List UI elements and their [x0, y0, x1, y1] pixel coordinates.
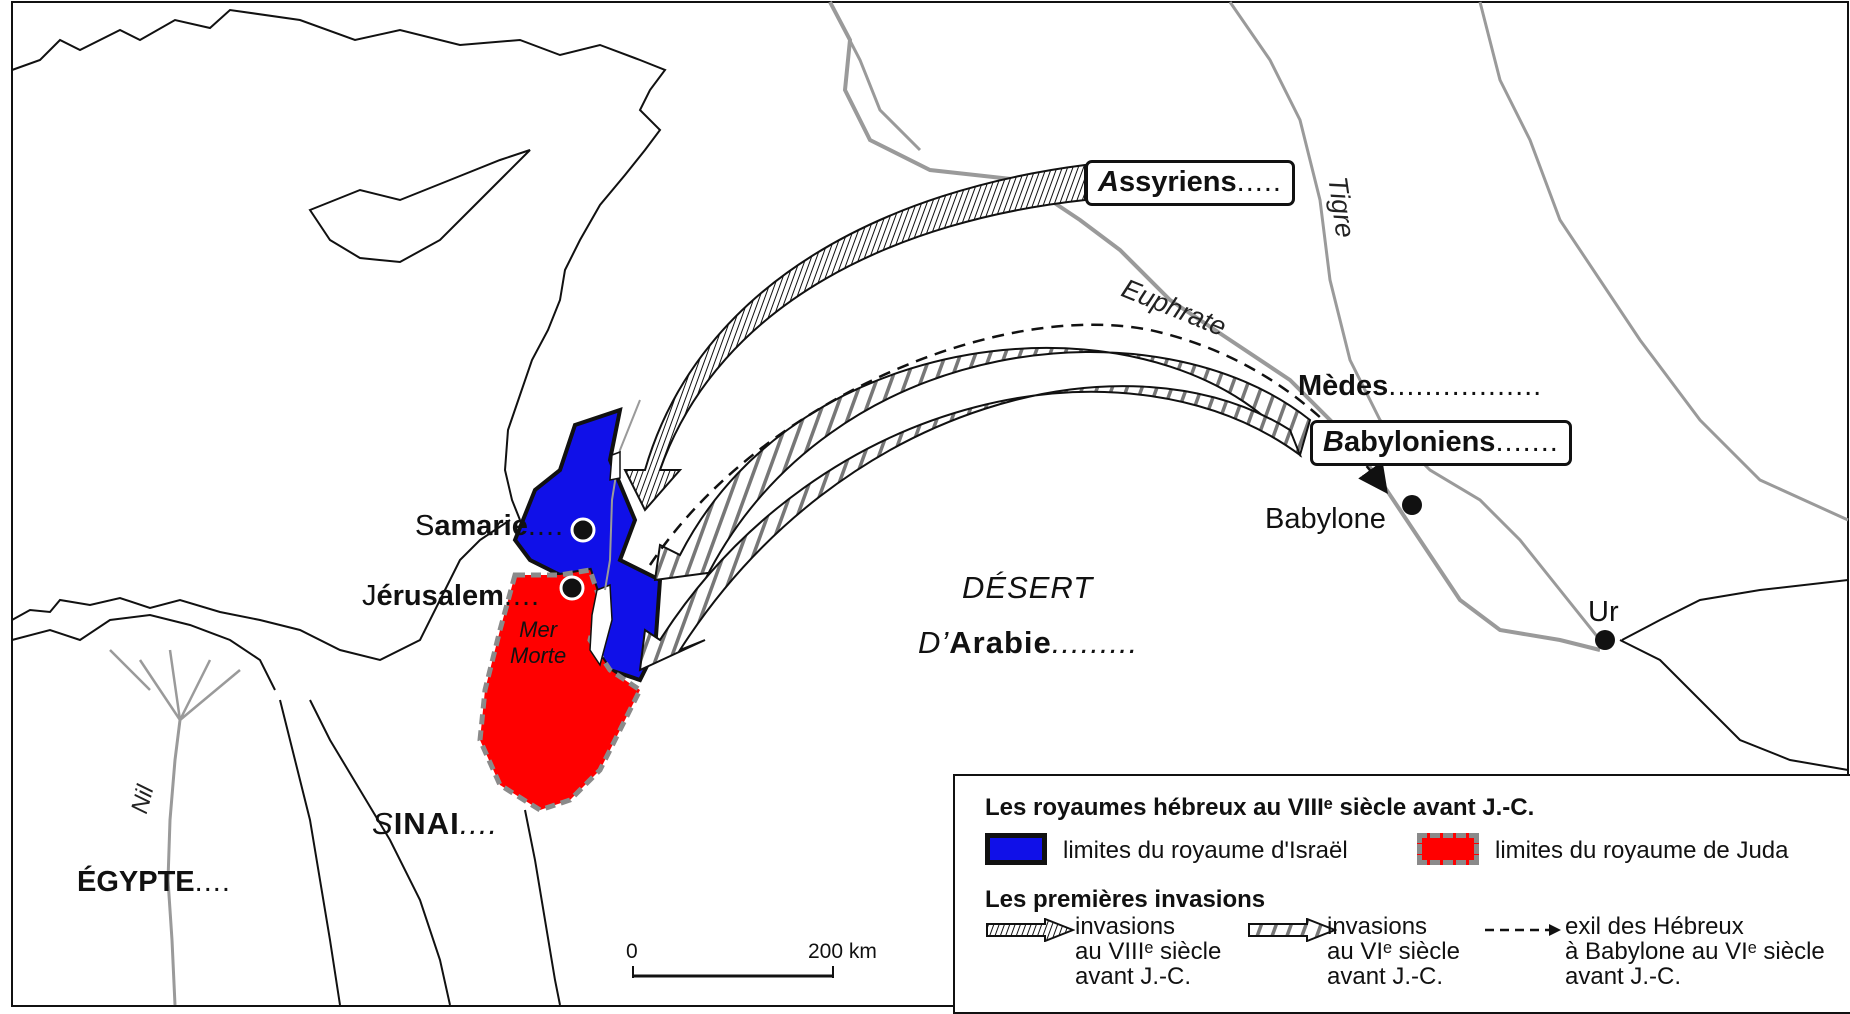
label-sinai: SINAI....: [372, 806, 499, 841]
label-arabie: D’Arabie.........: [918, 625, 1139, 660]
tigre-tributary: [1478, 1, 1849, 522]
legend-inv8-arrow: [986, 918, 1075, 942]
zagros-coast: [1621, 579, 1849, 641]
label-jerusalem: Jérusalem....: [362, 580, 541, 612]
label-tigre: Tigre: [1322, 174, 1361, 240]
scale-distance-label: 200 km: [808, 940, 877, 963]
label-babyloniens: Babyloniens.......: [1310, 420, 1572, 466]
legend-title: Les royaumes hébreux au VIIIᵉ siècle ava…: [985, 794, 1535, 821]
exile-dashed-arrow: [648, 323, 1388, 566]
nile-river: [166, 719, 182, 1006]
legend-israel-label: limites du royaume d'Israël: [1063, 837, 1348, 864]
label-ur: Ur: [1588, 596, 1619, 628]
nile-delta-branches: [109, 649, 241, 721]
legend-israel-swatch: [985, 833, 1047, 865]
jerusalem-dot: [559, 575, 585, 601]
lake-tiberiade: [609, 450, 621, 481]
red-sea-west-coast: [279, 699, 341, 1006]
tigre-river: [1228, 1, 1602, 641]
babylone-dot: [1402, 495, 1422, 515]
label-babylone: Babylone: [1265, 503, 1386, 535]
gulf-suez-coast: [309, 699, 451, 1006]
babylonian-invasion-arrow: [653, 346, 1312, 582]
nile-delta-coast: [11, 613, 276, 691]
legend-panel: Les royaumes hébreux au VIIIᵉ siècle ava…: [953, 774, 1850, 1014]
label-samarie: Samarie....: [415, 510, 565, 542]
juda-kingdom: [477, 567, 644, 813]
legend-inv6-arrow: [1248, 918, 1337, 942]
label-desert: DÉSERT: [962, 570, 1094, 605]
map-frame: [11, 1, 1849, 1007]
scale-zero-label: 0: [626, 940, 638, 963]
dead-sea: [589, 583, 613, 667]
persian-gulf-coast: [1619, 639, 1849, 771]
samarie-dot: [570, 517, 596, 543]
euphrate-river: [828, 1, 1601, 652]
label-medes: Mèdes.................: [1298, 370, 1543, 402]
gulf-aqaba-coast: [524, 809, 561, 1006]
euphrate-upper: [828, 1, 922, 152]
legend-exil-arrow: [1485, 924, 1561, 936]
babylonian-invasion-arrow-2: [638, 385, 1303, 672]
label-assyriens: Assyriens.....: [1085, 160, 1295, 206]
anatolia-coast: [11, 8, 667, 521]
ur-dot: [1595, 630, 1615, 650]
legend-invasions-title: Les premières invasions: [985, 886, 1266, 913]
cyprus-island: [308, 149, 531, 264]
jordan-river: [604, 399, 641, 591]
legend-juda-swatch: [1417, 833, 1479, 865]
label-egypte: ÉGYPTE....: [77, 866, 231, 898]
assyrian-invasion-arrow: [623, 163, 1086, 512]
sinai-coast: [11, 519, 511, 662]
legend-juda-label: limites du royaume de Juda: [1495, 837, 1789, 864]
